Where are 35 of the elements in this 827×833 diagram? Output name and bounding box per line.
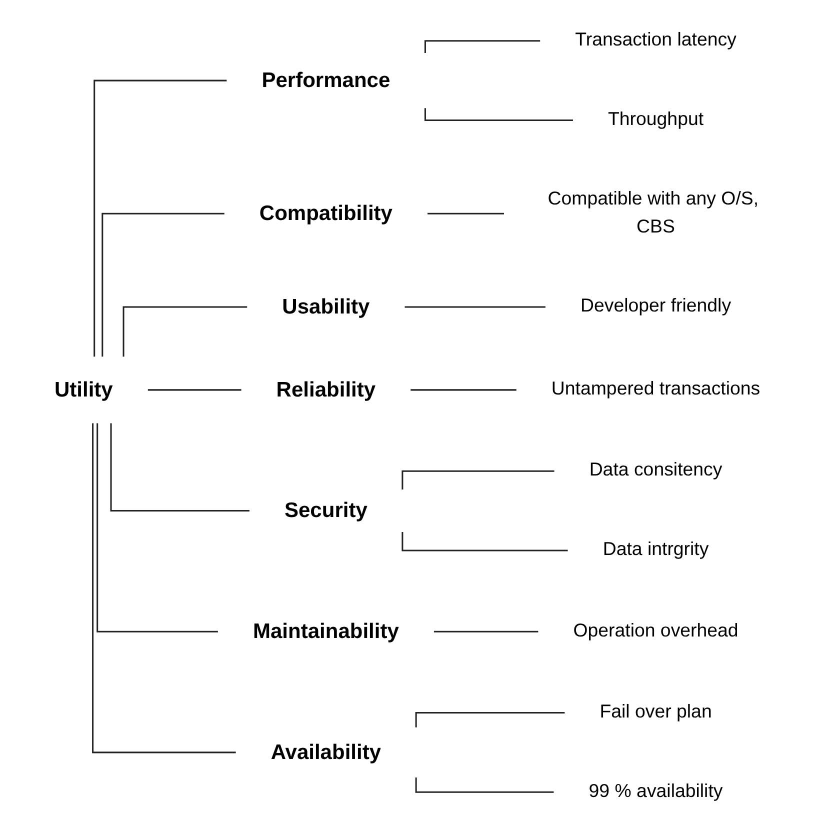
- connector: [92, 423, 236, 754]
- node-text: Untampered transactions: [551, 379, 760, 400]
- connector: [110, 423, 250, 512]
- node-text: Throughput: [608, 110, 704, 130]
- connector: [402, 470, 554, 490]
- node-text: Reliability: [276, 378, 376, 402]
- node-text: Fail over plan: [600, 702, 712, 722]
- connector: [402, 532, 568, 552]
- connector: [96, 423, 218, 632]
- node-text: Usability: [282, 294, 370, 318]
- connector: [410, 389, 516, 391]
- node-text: Data intrgrity: [602, 540, 709, 560]
- node-text: Compatibility: [259, 201, 393, 225]
- node-text: Maintainability: [252, 619, 399, 643]
- connector: [424, 108, 573, 121]
- connector: [122, 306, 248, 357]
- node-text: Developer friendly: [580, 296, 732, 316]
- connector: [102, 212, 224, 357]
- node-text: Utility: [54, 378, 113, 402]
- node-text: Availability: [270, 740, 382, 764]
- connector: [147, 389, 242, 391]
- connector: [433, 630, 538, 632]
- connector: [426, 212, 504, 214]
- node-text: Compatible with any O/S, CBS: [548, 189, 759, 237]
- node-text: Performance: [262, 68, 390, 92]
- node-text: Operation overhead: [573, 621, 738, 641]
- connector: [415, 777, 554, 793]
- node-text: Transaction latency: [575, 30, 736, 50]
- node-text: 99 % availability: [588, 782, 723, 802]
- node-text: Security: [284, 498, 368, 522]
- node-text: Data consitency: [589, 460, 722, 480]
- connector: [404, 306, 546, 308]
- connector: [424, 40, 540, 53]
- connector: [94, 80, 227, 357]
- connector: [415, 712, 565, 728]
